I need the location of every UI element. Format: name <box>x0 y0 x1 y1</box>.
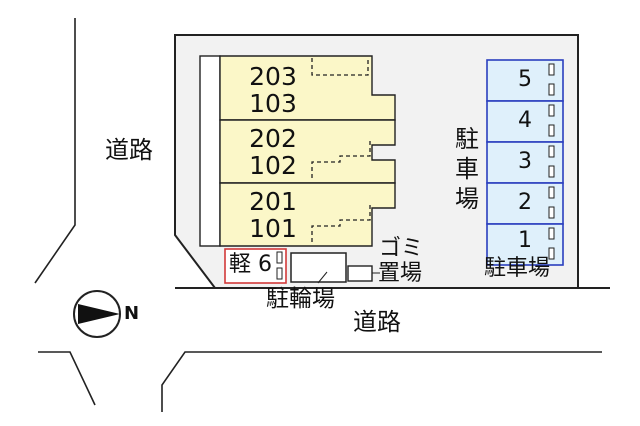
wheel-stops <box>548 63 555 260</box>
building-block-3 <box>219 182 396 247</box>
parking-space-4: 4 <box>518 108 532 133</box>
bicycle-parking-area <box>290 252 347 283</box>
parking-space-1: 1 <box>518 228 532 253</box>
parking-space-5: 5 <box>518 67 532 92</box>
bicycle-parking-label: 駐輪場 <box>266 286 335 312</box>
parking-space-2: 2 <box>518 190 532 215</box>
road-edge-left-upper <box>34 18 76 284</box>
garbage-label-bottom: 置場 <box>378 261 423 286</box>
kei-wheel-stop-top <box>276 251 283 264</box>
unit-201: 201 <box>249 187 297 216</box>
parking-lot <box>486 59 564 266</box>
unit-103: 103 <box>249 89 297 118</box>
road-label-left: 道路 <box>105 136 153 164</box>
unit-label-group-3: 201 101 <box>228 188 318 242</box>
road-label-bottom: 道路 <box>353 308 401 336</box>
kei-parking-label: 軽 6 <box>229 252 272 277</box>
road-edge-lower <box>161 351 602 412</box>
unit-202: 202 <box>249 124 297 153</box>
parking-space-3: 3 <box>518 149 532 174</box>
parking-label-vertical: 駐車場 <box>455 125 479 213</box>
kei-parking-space <box>224 248 287 284</box>
garbage-area <box>347 265 373 282</box>
unit-203: 203 <box>249 62 297 91</box>
north-label: N <box>124 303 140 324</box>
unit-label-group-2: 202 102 <box>228 125 318 179</box>
building-corridor <box>199 55 221 247</box>
garbage-label-top: ゴミ <box>379 236 424 261</box>
road-edge-left-lower <box>38 351 96 406</box>
north-arrow-icon <box>73 290 121 338</box>
unit-label-group-1: 203 103 <box>228 63 318 117</box>
unit-101: 101 <box>249 214 297 243</box>
kei-wheel-stop-bottom <box>276 267 283 280</box>
unit-102: 102 <box>249 151 297 180</box>
bicycle-leader <box>317 271 328 284</box>
parking-label-horizontal: 駐車場 <box>484 256 551 281</box>
